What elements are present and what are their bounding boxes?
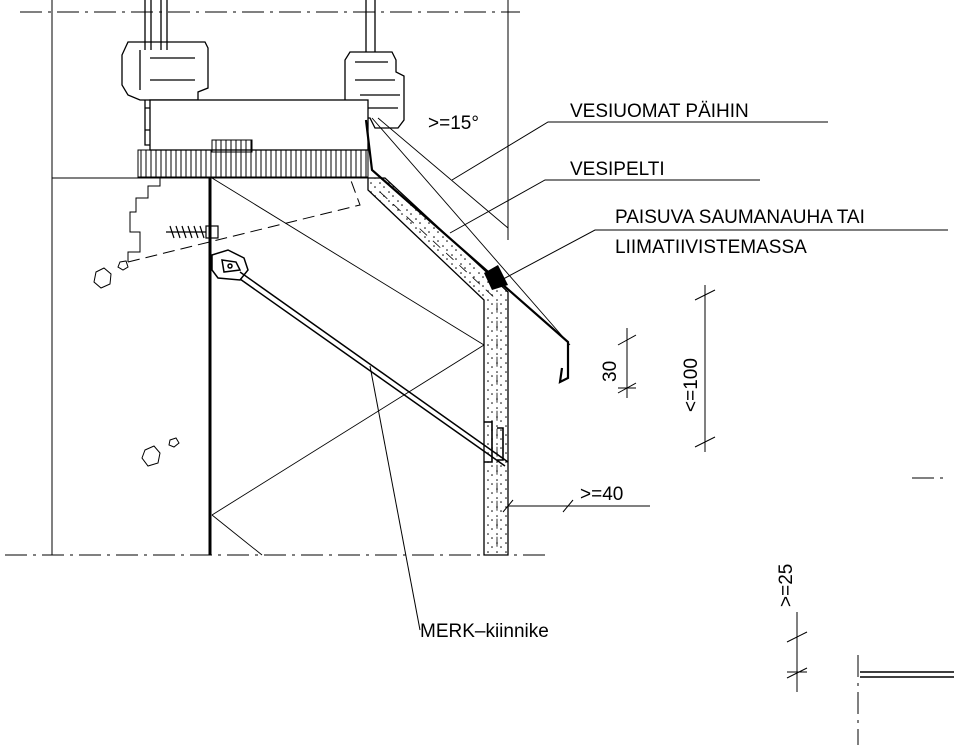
screw <box>166 225 219 239</box>
label-sealing-tape-line2: LIIMATIIVISTEMASSA <box>615 237 807 258</box>
label-water-grooves: VESIUOMAT PÄIHIN <box>570 101 749 122</box>
label-bracket: MERK–kiinnike <box>420 621 549 642</box>
cladding-inner-dashes <box>379 191 498 548</box>
dim-wall-clearance: >=40 <box>580 484 623 505</box>
label-sealing-tape-line1: PAISUVA SAUMANAUHA TAI <box>615 207 865 228</box>
sill-board <box>149 99 369 151</box>
water-flashing <box>364 119 570 384</box>
anchor-dashed-line <box>127 177 361 263</box>
leader-lines <box>369 121 948 631</box>
wall-outline <box>51 0 509 555</box>
dim-edge-distance: >=25 <box>776 564 797 607</box>
dimension-lines <box>502 285 808 692</box>
masonry-break-line <box>127 178 161 262</box>
dim-slope: >=15° <box>428 113 479 134</box>
flashing-clip <box>484 421 504 463</box>
timber-block-hatched <box>137 149 369 178</box>
label-flashing: VESIPELTI <box>570 159 665 180</box>
dim-drip-length: 30 <box>600 361 621 382</box>
center-lines <box>5 11 945 745</box>
slope-guide <box>371 117 571 346</box>
merk-bracket <box>211 249 509 467</box>
timber-block-hatched-top <box>211 139 253 153</box>
steel-edge <box>860 671 954 678</box>
dim-overhang-height: <=100 <box>681 358 702 412</box>
insulation-cavity <box>211 177 485 556</box>
sealing-tape <box>484 265 508 290</box>
cladding-board <box>367 177 509 556</box>
aggregate-stones <box>93 260 180 467</box>
